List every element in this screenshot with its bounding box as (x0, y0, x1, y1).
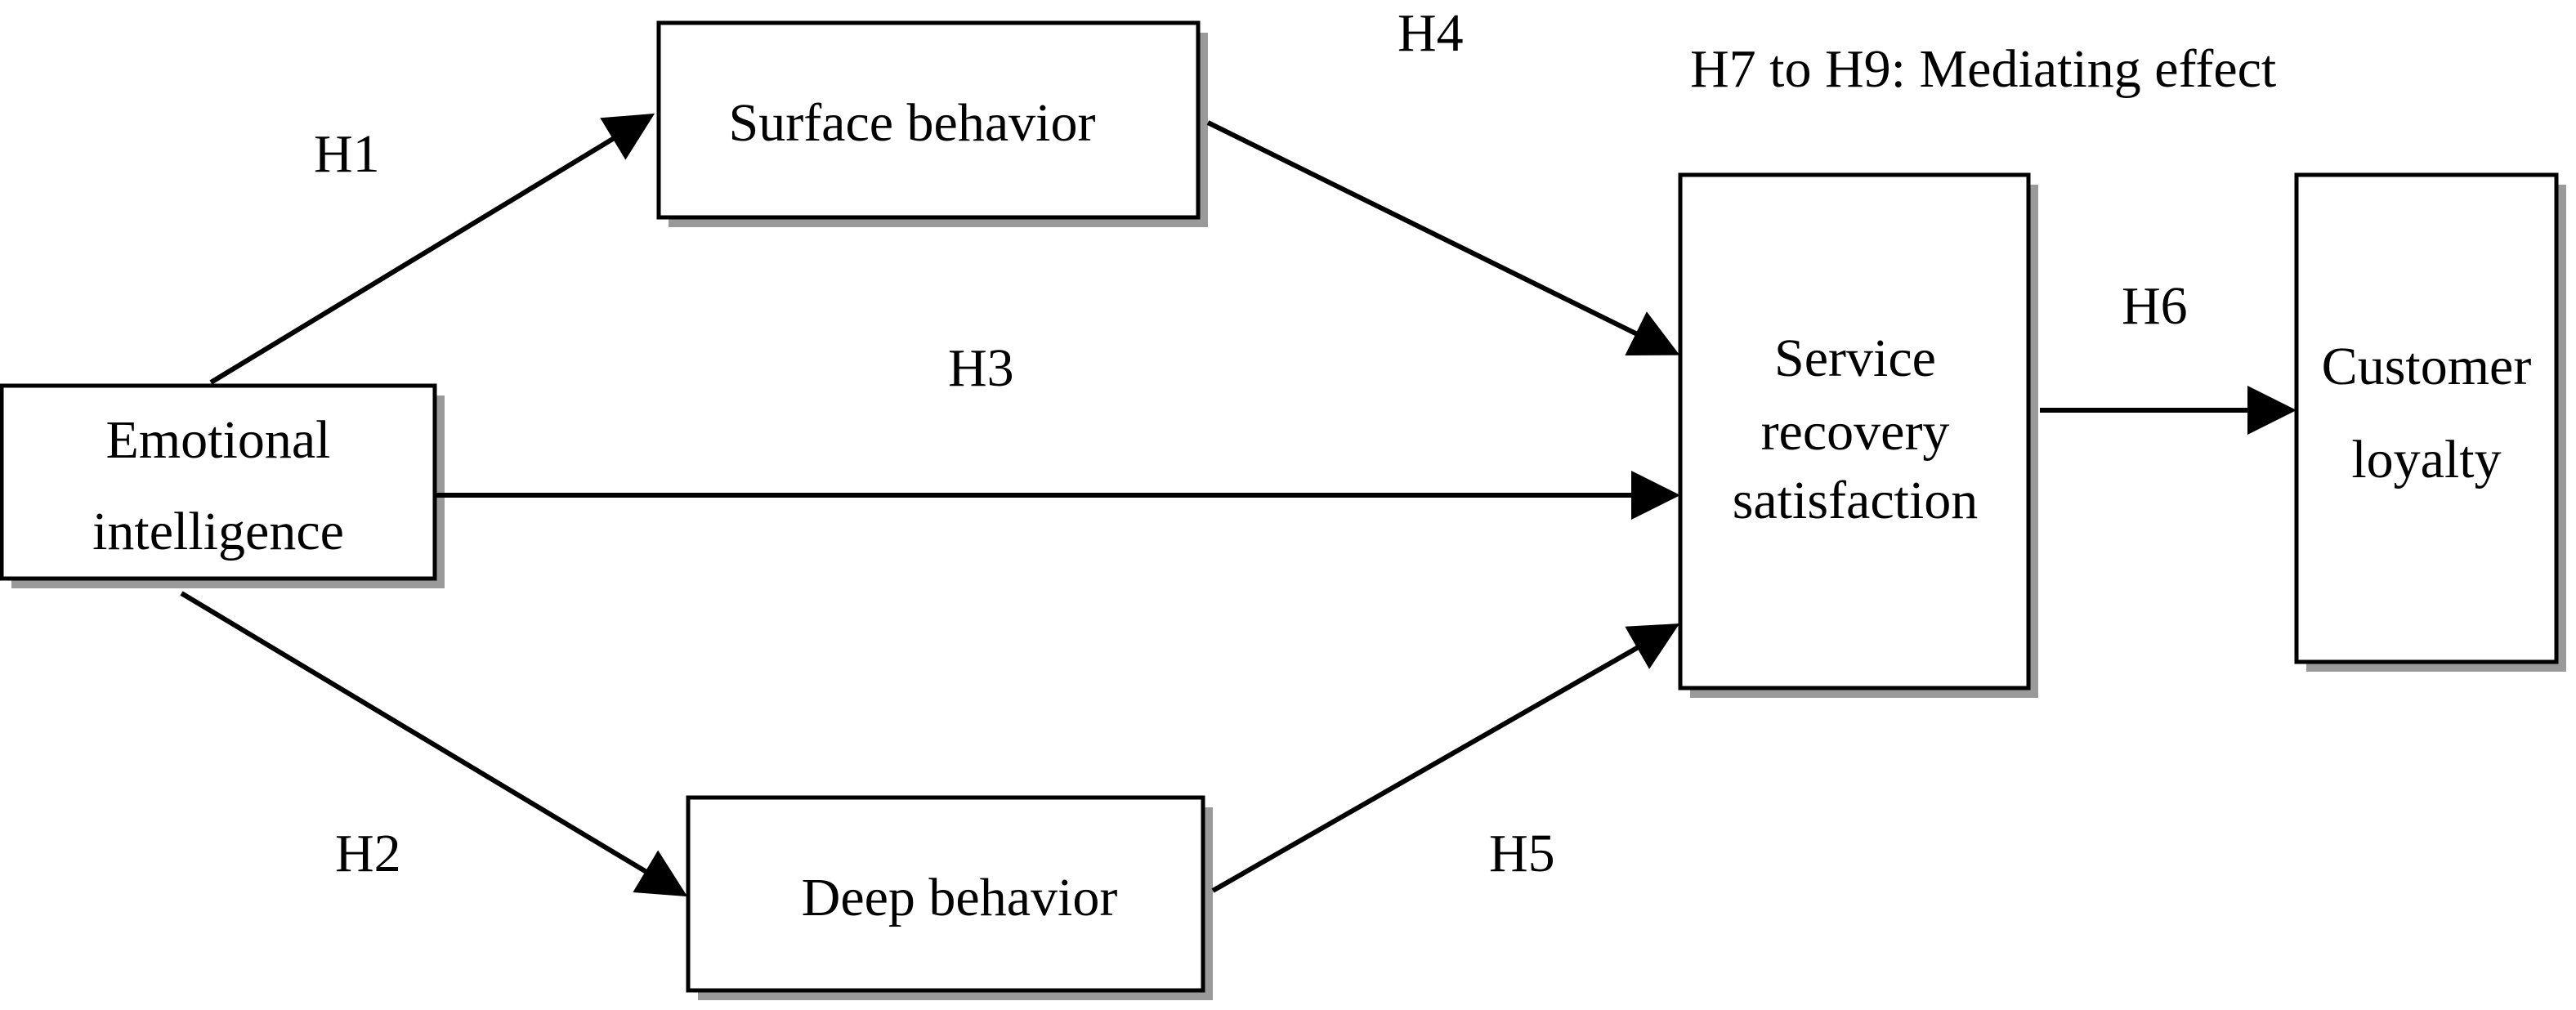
label-h5: H5 (1489, 824, 1555, 883)
arrow-h2-emotional-to-deep (180, 591, 688, 897)
node-emotional-intelligence-line-1: Emotional (106, 410, 331, 470)
node-surface-behavior: Surface behavior (656, 20, 1208, 227)
arrow-h4-surface-to-satisfaction (1206, 120, 1680, 356)
label-mediating-effect: H7 to H9: Mediating effect (1690, 39, 2276, 99)
node-emotional-intelligence: Emotional intelligence (0, 383, 445, 588)
label-h6: H6 (2122, 276, 2188, 336)
node-service-recovery-satisfaction: Service recovery satisfaction (1678, 172, 2038, 698)
node-service-recovery-satisfaction-line-2: recovery (1761, 402, 1950, 462)
label-h4: H4 (1398, 3, 1464, 63)
node-service-recovery-satisfaction-line-3: satisfaction (1733, 471, 1979, 530)
node-deep-behavior-label: Deep behavior (802, 868, 1118, 927)
node-surface-behavior-label: Surface behavior (729, 93, 1096, 153)
node-emotional-intelligence-line-2: intelligence (92, 502, 344, 561)
node-customer-loyalty: Customer loyalty (2294, 172, 2566, 672)
label-h1: H1 (314, 124, 380, 184)
label-h3: H3 (948, 338, 1014, 398)
node-deep-behavior: Deep behavior (686, 795, 1213, 1000)
node-service-recovery-satisfaction-line-1: Service (1774, 328, 1936, 388)
node-customer-loyalty-line-1: Customer (2322, 337, 2532, 396)
node-customer-loyalty-line-2: loyalty (2351, 430, 2501, 489)
arrow-h5-deep-to-satisfaction (1211, 623, 1680, 893)
arrow-h1-emotional-to-surface (209, 113, 655, 385)
label-h2: H2 (335, 824, 401, 883)
